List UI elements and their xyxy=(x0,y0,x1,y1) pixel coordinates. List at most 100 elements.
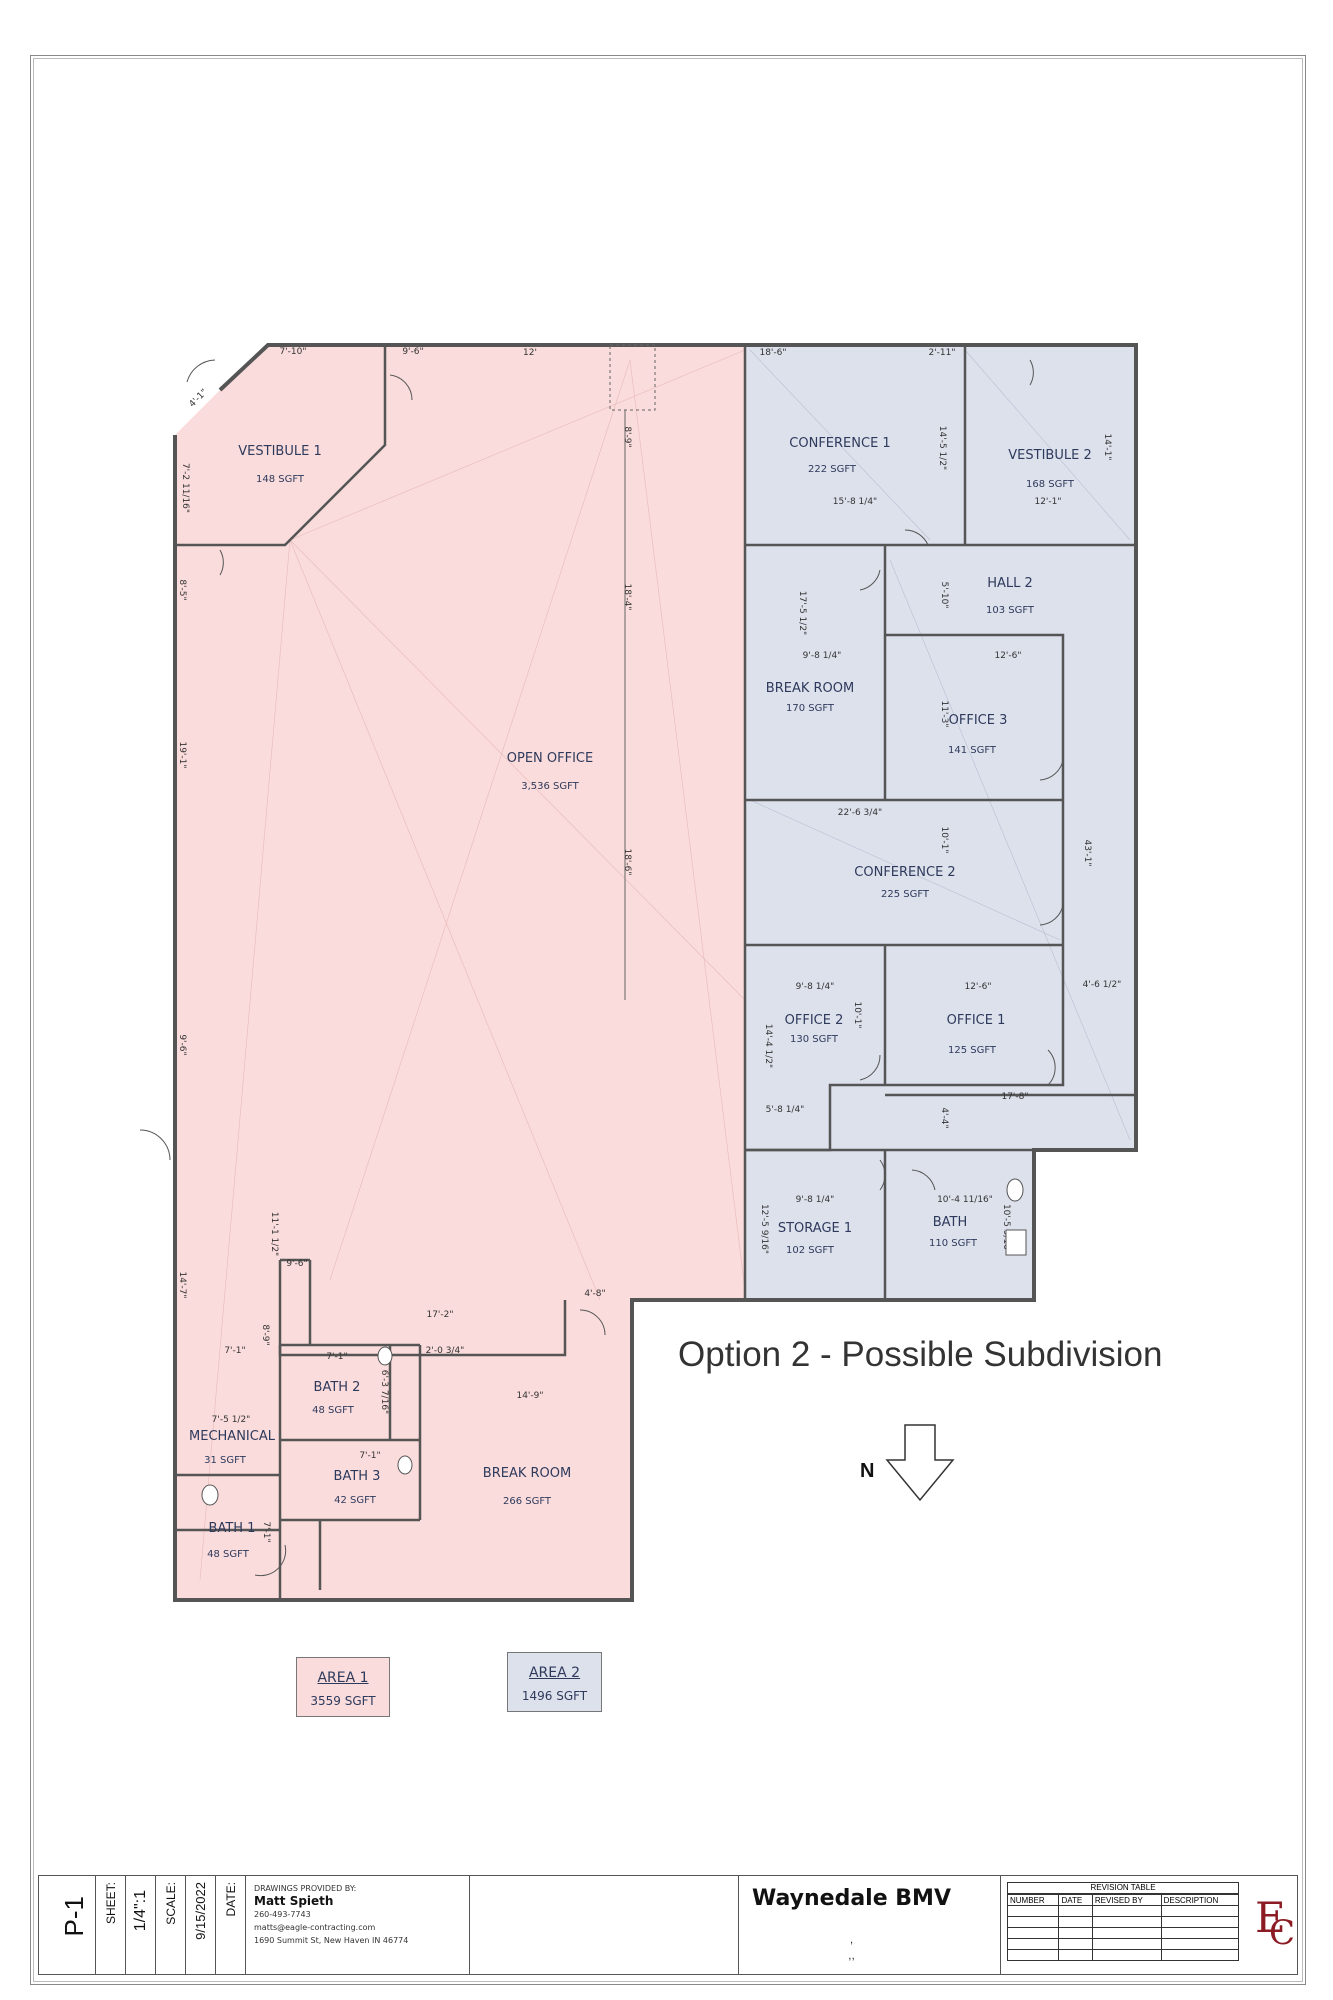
legend-area2: AREA 2 1496 SGFT xyxy=(507,1652,602,1712)
svg-text:CONFERENCE 1: CONFERENCE 1 xyxy=(789,436,890,451)
legend-area2-title: AREA 2 xyxy=(528,1665,581,1681)
svg-text:2'-11": 2'-11" xyxy=(928,348,955,358)
date-value: 9/15/2022 xyxy=(193,1882,208,1940)
svg-text:110 SGFT: 110 SGFT xyxy=(929,1238,978,1249)
svg-text:BATH 3: BATH 3 xyxy=(334,1469,381,1484)
svg-text:12'-6": 12'-6" xyxy=(994,651,1021,661)
svg-text:9'-6": 9'-6" xyxy=(177,1034,187,1055)
svg-text:MECHANICAL: MECHANICAL xyxy=(189,1429,276,1444)
svg-text:11'-3": 11'-3" xyxy=(939,700,949,727)
svg-text:9'-6": 9'-6" xyxy=(402,347,423,357)
svg-text:17'-8": 17'-8" xyxy=(1001,1092,1028,1102)
room-mechanical: MECHANICAL 31 SGFT xyxy=(189,1429,276,1466)
svg-text:10'-4 11/16": 10'-4 11/16" xyxy=(937,1195,993,1205)
svg-text:BATH 2: BATH 2 xyxy=(314,1380,361,1395)
svg-text:15'-8 1/4": 15'-8 1/4" xyxy=(833,497,877,507)
area1-fill xyxy=(175,345,745,1600)
svg-text:18'-6": 18'-6" xyxy=(622,848,632,875)
scale-value: 1/4":1 xyxy=(132,1890,149,1932)
north-label: N xyxy=(860,1460,875,1482)
svg-text:43'-1": 43'-1" xyxy=(1082,839,1092,866)
svg-text:12'-1": 12'-1" xyxy=(1034,497,1061,507)
option-title: Option 2 - Possible Subdivision xyxy=(678,1335,1163,1374)
svg-text:7'-5 1/2": 7'-5 1/2" xyxy=(212,1415,251,1425)
svg-text:5'-8 1/4": 5'-8 1/4" xyxy=(766,1105,805,1115)
interior-walls xyxy=(175,345,1136,1600)
plumbing-fixtures xyxy=(201,1178,1027,1506)
svg-text:31 SGFT: 31 SGFT xyxy=(204,1455,247,1466)
svg-text:BATH 1: BATH 1 xyxy=(209,1521,256,1536)
rev-col-date: DATE xyxy=(1058,1894,1093,1906)
designer-email: matts@eagle-contracting.com xyxy=(254,1923,376,1932)
svg-text:VESTIBULE 1: VESTIBULE 1 xyxy=(238,444,321,459)
svg-text:8'-9": 8'-9" xyxy=(260,1324,270,1345)
svg-text:19'-1": 19'-1" xyxy=(177,741,187,768)
legend-area1-title: AREA 1 xyxy=(317,1670,369,1686)
drawing-sheet-border xyxy=(30,55,1306,1985)
svg-text:7'-1": 7'-1" xyxy=(261,1521,271,1542)
svg-text:9'-8 1/4": 9'-8 1/4" xyxy=(796,1195,835,1205)
date-label: DATE: xyxy=(224,1882,238,1917)
dimension-labels: 7'-10" 9'-6" 12' 18'-6" 2'-11" 8'-9" 4'-… xyxy=(177,347,1121,1543)
svg-text:14'-1": 14'-1" xyxy=(1102,433,1112,460)
svg-text:4'-8": 4'-8" xyxy=(584,1289,605,1299)
svg-text:BREAK ROOM: BREAK ROOM xyxy=(483,1466,571,1481)
drawings-provided: DRAWINGS PROVIDED BY: Matt Spieth 260-49… xyxy=(254,1882,408,1947)
svg-text:5'-10": 5'-10" xyxy=(939,581,949,608)
designer-phone: 260-493-7743 xyxy=(254,1910,311,1919)
designer-address: 1690 Summit St, New Haven IN 46774 xyxy=(254,1936,409,1945)
svg-text:9'-8 1/4": 9'-8 1/4" xyxy=(796,982,835,992)
svg-text:2'-0 3/4": 2'-0 3/4" xyxy=(426,1346,465,1356)
company-logo: E C xyxy=(1249,1884,1295,1964)
svg-text:4'-6 1/2": 4'-6 1/2" xyxy=(1083,980,1122,990)
svg-text:10'-1": 10'-1" xyxy=(939,826,949,853)
svg-text:12': 12' xyxy=(523,348,537,358)
svg-text:6'-3 7/16": 6'-3 7/16" xyxy=(379,1370,389,1414)
svg-text:14'-5 1/2": 14'-5 1/2" xyxy=(937,426,947,470)
svg-text:10'-5 9/16": 10'-5 9/16" xyxy=(1001,1204,1011,1254)
svg-text:7'-2 11/16": 7'-2 11/16" xyxy=(180,463,190,513)
svg-text:7'-1": 7'-1" xyxy=(326,1352,347,1362)
svg-text:E: E xyxy=(1255,1893,1286,1942)
plan-hatching xyxy=(199,349,746,1581)
project-line3: ,, xyxy=(848,1948,855,1962)
svg-text:8'-9": 8'-9" xyxy=(622,426,632,447)
revision-table-title: REVISION TABLE xyxy=(1007,1882,1239,1894)
svg-text:130 SGFT: 130 SGFT xyxy=(790,1034,839,1045)
svg-text:OPEN OFFICE: OPEN OFFICE xyxy=(507,751,593,766)
svg-text:OFFICE 1: OFFICE 1 xyxy=(947,1013,1006,1028)
svg-text:7'-1": 7'-1" xyxy=(224,1346,245,1356)
svg-text:48 SGFT: 48 SGFT xyxy=(207,1549,250,1560)
room-bath2: BATH 248 SGFT xyxy=(312,1380,360,1416)
project-info: , ,, xyxy=(744,1931,959,1963)
svg-text:VESTIBULE 2: VESTIBULE 2 xyxy=(1008,448,1091,463)
svg-text:103 SGFT: 103 SGFT xyxy=(986,605,1035,616)
svg-text:BATH: BATH xyxy=(933,1215,968,1230)
svg-text:266 SGFT: 266 SGFT xyxy=(503,1496,552,1507)
legend-area1: AREA 1 3559 SGFT xyxy=(296,1657,390,1717)
svg-text:OFFICE 2: OFFICE 2 xyxy=(785,1013,844,1028)
svg-text:7'-10": 7'-10" xyxy=(279,347,306,357)
svg-text:18'-4": 18'-4" xyxy=(622,583,632,610)
legend-area2-value: 1496 SGFT xyxy=(521,1689,588,1703)
room-office2: OFFICE 2 130 SGFT xyxy=(785,1013,844,1045)
svg-text:9'-8 1/4": 9'-8 1/4" xyxy=(803,651,842,661)
svg-text:11'-1 1/2": 11'-1 1/2" xyxy=(269,1212,279,1256)
svg-text:7'-1": 7'-1" xyxy=(359,1451,380,1461)
rev-col-revised-by: REVISED BY xyxy=(1091,1894,1162,1906)
svg-text:18'-6": 18'-6" xyxy=(759,348,786,358)
north-arrow-icon xyxy=(885,1424,955,1502)
legend-area1-value: 3559 SGFT xyxy=(310,1694,376,1708)
svg-text:12'-6": 12'-6" xyxy=(964,982,991,992)
sheet-number: P-1 xyxy=(59,1896,89,1937)
svg-text:22'-6 3/4": 22'-6 3/4" xyxy=(838,808,882,818)
open-office-guide xyxy=(609,344,656,1000)
